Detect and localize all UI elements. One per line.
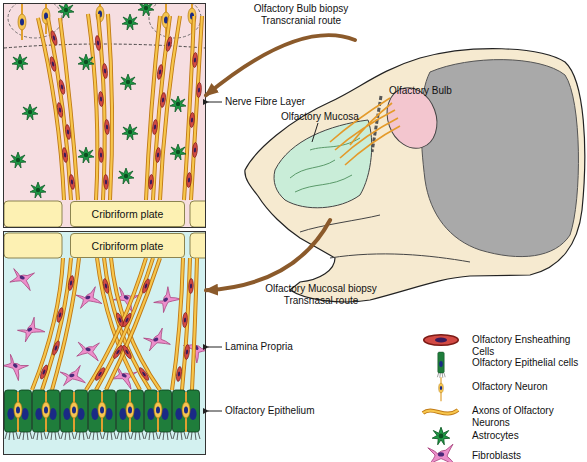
ensheathing-cell bbox=[104, 119, 109, 134]
cribriform-segment bbox=[4, 201, 62, 227]
cribriform-plate: Cribriform plate bbox=[70, 201, 185, 227]
ensheathing-cell bbox=[103, 174, 108, 189]
legend-axon bbox=[423, 410, 458, 414]
route-arrow bbox=[206, 220, 330, 290]
ensheathing-cell bbox=[148, 174, 154, 189]
route-label: Olfactory Bulb biopsy Transcranial route bbox=[244, 3, 358, 27]
axons bbox=[330, 98, 400, 165]
leader-line bbox=[208, 411, 222, 412]
cribriform-segment bbox=[190, 201, 205, 227]
legend-astrocyte bbox=[432, 427, 450, 445]
cribriform-plate: Cribriform plate bbox=[70, 233, 185, 258]
head-outline bbox=[245, 49, 585, 302]
ensheathing-cell bbox=[98, 147, 103, 162]
legend-icons bbox=[423, 335, 458, 462]
cribriform-segment bbox=[4, 233, 62, 258]
olfactory-neuron bbox=[70, 392, 78, 432]
ensheathing-cell bbox=[65, 124, 72, 139]
legend-text: Axons of Olfactory Neurons bbox=[472, 405, 587, 429]
node-label: Lamina Propria bbox=[225, 341, 345, 353]
ensheathing-cell bbox=[189, 112, 195, 127]
node-label: Cribriform plate bbox=[92, 240, 164, 252]
ensheathing-cell bbox=[56, 102, 63, 118]
route-arrow bbox=[206, 35, 355, 95]
ensheathing-cell bbox=[102, 278, 110, 294]
ensheathing-cell bbox=[56, 307, 64, 323]
node-label: Olfactory Mucosa bbox=[281, 111, 381, 123]
legend-text: Astrocytes bbox=[472, 430, 587, 442]
legend-text: Fibroblasts bbox=[472, 450, 587, 462]
node-label: Olfactory Epithelium bbox=[225, 405, 355, 417]
legend-axon bbox=[423, 410, 458, 414]
node-label: Olfactory Bulb bbox=[389, 85, 479, 97]
olfactory-neuron bbox=[98, 392, 106, 432]
legend-epithelial-cell bbox=[438, 352, 445, 373]
node-label: Cribriform plate bbox=[92, 208, 164, 220]
legend-neuron bbox=[439, 377, 444, 401]
ensheathing-cell bbox=[176, 366, 183, 381]
cribriform-segment bbox=[190, 233, 205, 258]
node-label: Nerve Fibre Layer bbox=[225, 96, 345, 108]
head-section-art bbox=[245, 49, 585, 302]
legend-cilia bbox=[437, 373, 445, 378]
ensheathing-cell bbox=[62, 147, 69, 162]
legend-text: Olfactory Neuron bbox=[472, 381, 587, 393]
olfactory-neuron bbox=[126, 392, 134, 432]
palate bbox=[300, 215, 470, 262]
legend-ensheathing-cell bbox=[424, 335, 459, 346]
legend-text: Olfactory Ensheathing Cells bbox=[472, 334, 587, 358]
leader-line bbox=[208, 102, 222, 103]
olfactory-neuron bbox=[42, 392, 50, 432]
legend-fibroblast bbox=[428, 444, 456, 462]
legend-text: Olfactory Epithelial cells bbox=[472, 357, 587, 369]
ensheathing-cell bbox=[67, 275, 74, 291]
olfactory-neuron bbox=[154, 392, 162, 432]
route-label: Olfactory Mucosal biopsy Transnasal rout… bbox=[254, 283, 388, 307]
olfactory-neuron bbox=[182, 392, 190, 432]
ensheathing-cell bbox=[39, 364, 49, 380]
leader-line bbox=[312, 123, 318, 142]
turbinate bbox=[290, 138, 360, 192]
olfactory-neuron bbox=[14, 392, 22, 432]
ensheathing-cell bbox=[186, 172, 192, 187]
nerve-fibre-layer-art bbox=[4, 4, 205, 227]
ensheathing-cell bbox=[188, 278, 193, 293]
leader-line bbox=[208, 347, 222, 348]
